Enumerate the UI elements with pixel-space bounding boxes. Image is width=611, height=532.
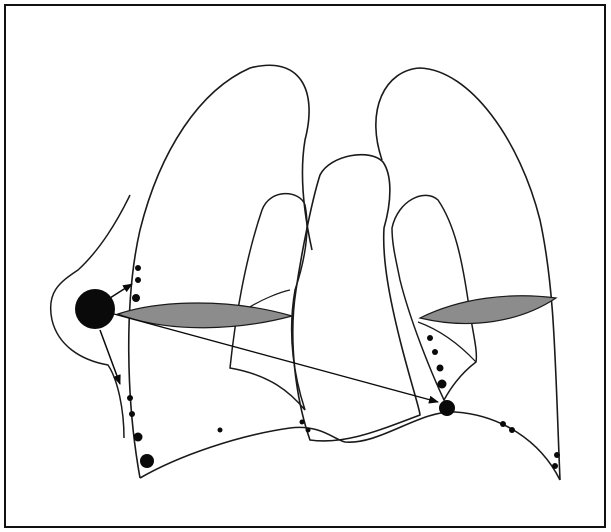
right-shaded-plane [118,303,292,328]
lymph-node [500,421,506,427]
lymph-node [554,452,560,458]
lymph-node [135,277,141,283]
lymph-node [306,428,311,433]
lymph-node [134,433,143,442]
lymph-node [439,400,455,416]
lymph-node [218,428,223,433]
arrow-to-inferior [100,330,120,384]
left-fissure-line [418,322,476,362]
lymph-node [132,294,140,302]
lymph-node [127,395,133,401]
lymph-node [432,349,438,355]
left-inner-flap [392,195,476,400]
mediastinum-outline [293,155,420,441]
lymph-node [552,463,558,469]
lymph-node [509,427,515,433]
lymph-node [427,335,433,341]
diaphragm-base [140,412,560,480]
primary-tumor-node [75,289,115,329]
left-shaded-plane [420,296,556,324]
arrow-to-internal-mammary [114,314,438,402]
arrow-to-axillary [110,284,132,298]
lymph-node [140,454,154,468]
right-lung-outline [129,65,312,478]
lymph-node [437,365,444,372]
outer-border [5,5,605,527]
lymph-node [438,380,447,389]
lymph-node [129,411,135,417]
left-mediastinal-nodes [427,335,455,416]
left-lung-outline [376,68,560,480]
lymph-node [300,420,305,425]
lymph-node [135,265,141,271]
